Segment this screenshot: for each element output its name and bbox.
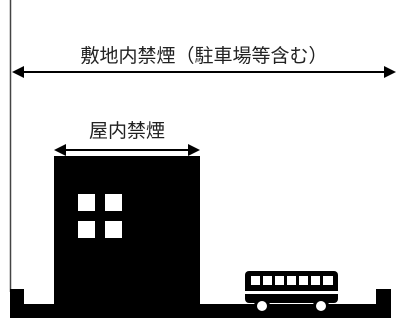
ground-boundary xyxy=(10,289,391,318)
building-window xyxy=(78,194,95,211)
inner-area-arrow xyxy=(54,144,200,156)
outer-area-label: 敷地内禁煙（駐車場等含む） xyxy=(80,45,327,67)
building-window xyxy=(105,221,122,238)
bus-icon xyxy=(244,271,339,314)
bus-wheel xyxy=(313,298,329,314)
bus-wheel xyxy=(254,298,270,314)
building-window xyxy=(78,221,95,238)
building-window xyxy=(105,194,122,211)
outer-area-arrow xyxy=(12,66,396,78)
inner-area-label: 屋内禁煙 xyxy=(89,120,165,142)
building-icon xyxy=(54,156,200,306)
